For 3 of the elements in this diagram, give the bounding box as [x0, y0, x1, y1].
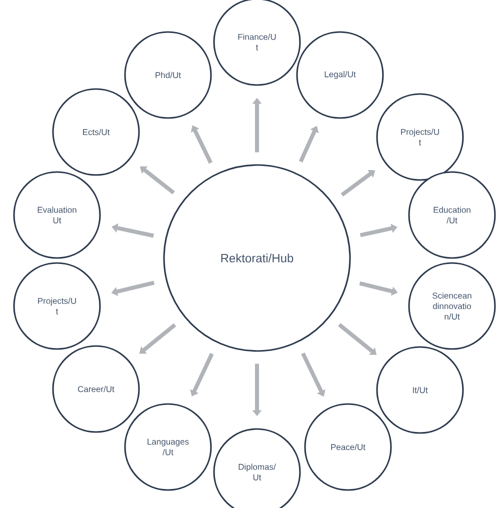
arrow — [360, 224, 398, 238]
arrow — [190, 352, 214, 396]
node-label: Education /Ut — [434, 206, 470, 224]
